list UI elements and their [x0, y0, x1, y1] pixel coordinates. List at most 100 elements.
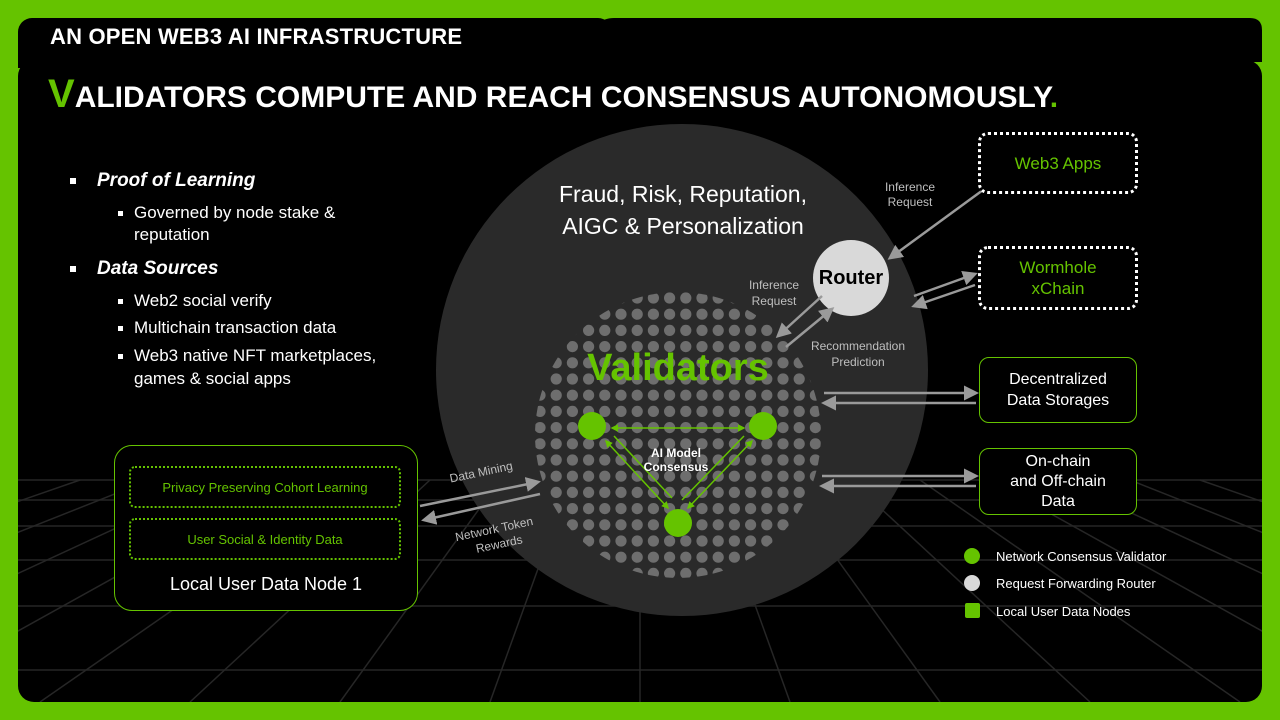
grid-dot — [631, 438, 643, 450]
grid-dot — [696, 373, 708, 385]
grid-dot — [566, 470, 579, 482]
grid-dot — [583, 389, 595, 401]
grid-dot — [745, 373, 757, 385]
grid-dot — [631, 405, 643, 417]
grid-dot — [535, 438, 546, 450]
identity-data-box: User Social & Identity Data — [129, 518, 401, 560]
grid-line — [18, 479, 151, 534]
grid-dot — [631, 373, 643, 385]
grid-dot — [566, 389, 579, 401]
grid-dot — [599, 341, 611, 353]
circle-heading-line1: Fraud, Risk, Reputation, — [559, 181, 807, 207]
grid-dot — [728, 389, 741, 401]
grid-dot — [680, 405, 692, 417]
identity-data-label: User Social & Identity Data — [187, 531, 343, 547]
grid-dot — [728, 535, 741, 547]
grid-dot — [664, 535, 676, 547]
grid-dot — [647, 308, 660, 320]
grid-dot — [583, 324, 595, 336]
grid-dot — [745, 357, 757, 369]
grid-dot — [631, 470, 643, 482]
grid-dot — [745, 438, 757, 450]
grid-dot — [647, 324, 660, 336]
grid-dot — [599, 373, 611, 385]
grid-dot — [631, 486, 643, 498]
header-tab — [18, 18, 612, 68]
grid-dot — [712, 357, 724, 369]
circle-heading-line2: AIGC & Personalization — [562, 213, 804, 239]
grid-dot — [631, 341, 643, 353]
storage-line2: Data Storages — [1006, 392, 1110, 409]
grid-dot — [583, 373, 595, 385]
web3-apps-label: Web3 Apps — [1014, 153, 1102, 173]
grid-dot — [550, 438, 562, 450]
onchain-line3: Data — [1041, 492, 1075, 510]
label-recommendation: Prediction — [831, 355, 884, 369]
grid-dot — [761, 486, 773, 498]
router-legend-icon — [964, 575, 980, 591]
grid-dot — [793, 389, 805, 401]
grid-dot — [761, 535, 773, 547]
grid-dot — [712, 341, 724, 353]
consensus-label-1: AI Model — [651, 446, 701, 460]
bullet-sub-text: Multichain transaction data — [134, 318, 337, 337]
grid-dot — [583, 438, 595, 450]
grid-dot — [680, 324, 692, 336]
grid-dot — [631, 503, 643, 515]
grid-dot — [615, 470, 627, 482]
consensus-arrow — [604, 439, 670, 510]
grid-dot — [696, 324, 708, 336]
grid-dot — [599, 503, 611, 515]
grid-dot — [599, 535, 611, 547]
grid-dot — [761, 373, 773, 385]
local-node-title: Local User Data Node 1 — [169, 574, 363, 594]
grid-dot — [647, 551, 660, 563]
grid-dot — [615, 324, 627, 336]
grid-dot — [599, 357, 611, 369]
grid-dot — [631, 519, 643, 531]
grid-dot — [793, 373, 805, 385]
grid-dot — [664, 292, 676, 304]
validator-node — [749, 412, 777, 440]
grid-dot — [745, 535, 757, 547]
grid-dot — [615, 551, 627, 563]
legend-label: Local User Data Nodes — [996, 604, 1131, 619]
sub-bullet-marker — [118, 326, 123, 331]
grid-dot — [615, 308, 627, 320]
label-inference-request: Inference — [749, 278, 799, 292]
grid-dot — [761, 519, 773, 531]
label-inference-request: Inference — [885, 180, 935, 194]
grid-dot — [664, 357, 676, 369]
grid-dot — [680, 551, 692, 563]
grid-dot — [745, 470, 757, 482]
bullet-sub-text: Web3 native NFT marketplaces, — [134, 346, 377, 365]
grid-dot — [696, 535, 708, 547]
grid-dot — [550, 389, 562, 401]
grid-dot — [583, 503, 595, 515]
bullet-data-sources: Data Sources — [97, 258, 219, 279]
grid-dot — [761, 438, 773, 450]
bullet-marker — [70, 266, 76, 272]
grid-dot — [761, 454, 773, 466]
bullet-proof-of-learning: Proof of Learning — [97, 170, 256, 191]
validator-node — [578, 412, 606, 440]
grid-dot — [566, 341, 579, 353]
consensus-label-2: Consensus — [644, 460, 709, 474]
grid-dot — [583, 519, 595, 531]
grid-dot — [712, 373, 724, 385]
arrow-web3-to-router — [887, 188, 984, 260]
grid-dot — [631, 324, 643, 336]
grid-dot — [728, 503, 741, 515]
validators-label: Validators — [587, 347, 769, 389]
grid-dot — [728, 438, 741, 450]
grid-dot — [696, 405, 708, 417]
grid-dot — [728, 551, 741, 563]
consensus-arrow — [681, 435, 745, 501]
grid-dot — [615, 341, 627, 353]
grid-dot — [745, 341, 757, 353]
grid-dot — [599, 389, 611, 401]
grid-dot — [712, 405, 724, 417]
storage-line1: Decentralized — [1009, 371, 1107, 388]
